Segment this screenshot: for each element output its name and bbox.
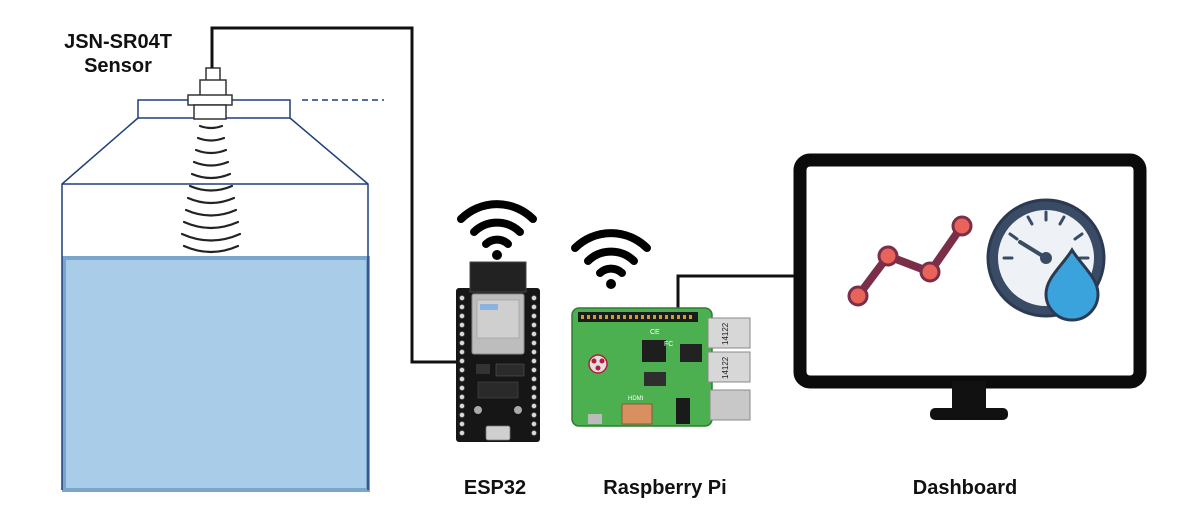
sensor-esp32-wire (210, 26, 456, 364)
sensor-label: JSN-SR04T Sensor (64, 31, 172, 77)
monitor-stand-neck (952, 381, 986, 411)
raspberry-pi-label: Raspberry Pi (603, 477, 727, 499)
rpi-dashboard-wire (676, 274, 808, 308)
water-tank (61, 99, 384, 492)
dashboard-label: Dashboard (912, 477, 1018, 499)
hdmi-label: HDMI (628, 396, 644, 402)
wifi-icon (571, 229, 651, 289)
ethernet-port (709, 389, 751, 421)
sound-waves (180, 124, 242, 254)
ultrasonic-sensor (180, 67, 242, 254)
wifi-icon (457, 200, 537, 260)
raspberry-logo-icon (588, 354, 608, 374)
esp32-board (456, 261, 540, 442)
usb-port-top (707, 317, 751, 349)
wires (210, 26, 808, 364)
raspberry-pi-board: FC CE 14122 14122 HDMI (571, 307, 751, 427)
line-chart-icon (847, 215, 973, 307)
usb-label-top: 14122 (721, 322, 730, 345)
monitor-stand-base (930, 408, 1008, 420)
hdmi-port (621, 403, 653, 425)
water-fill (62, 256, 370, 492)
usb-label-bottom: 14122 (721, 356, 730, 379)
fcc-mark: FC (664, 341, 673, 348)
usb-port-bottom (707, 351, 751, 383)
monitor (793, 153, 1147, 420)
water-gauge-icon (986, 198, 1106, 322)
audio-jack (676, 398, 690, 424)
ce-mark: CE (650, 329, 660, 336)
power-port (588, 414, 602, 424)
esp32-label: ESP32 (463, 477, 527, 499)
water-drop-icon (1044, 247, 1100, 322)
